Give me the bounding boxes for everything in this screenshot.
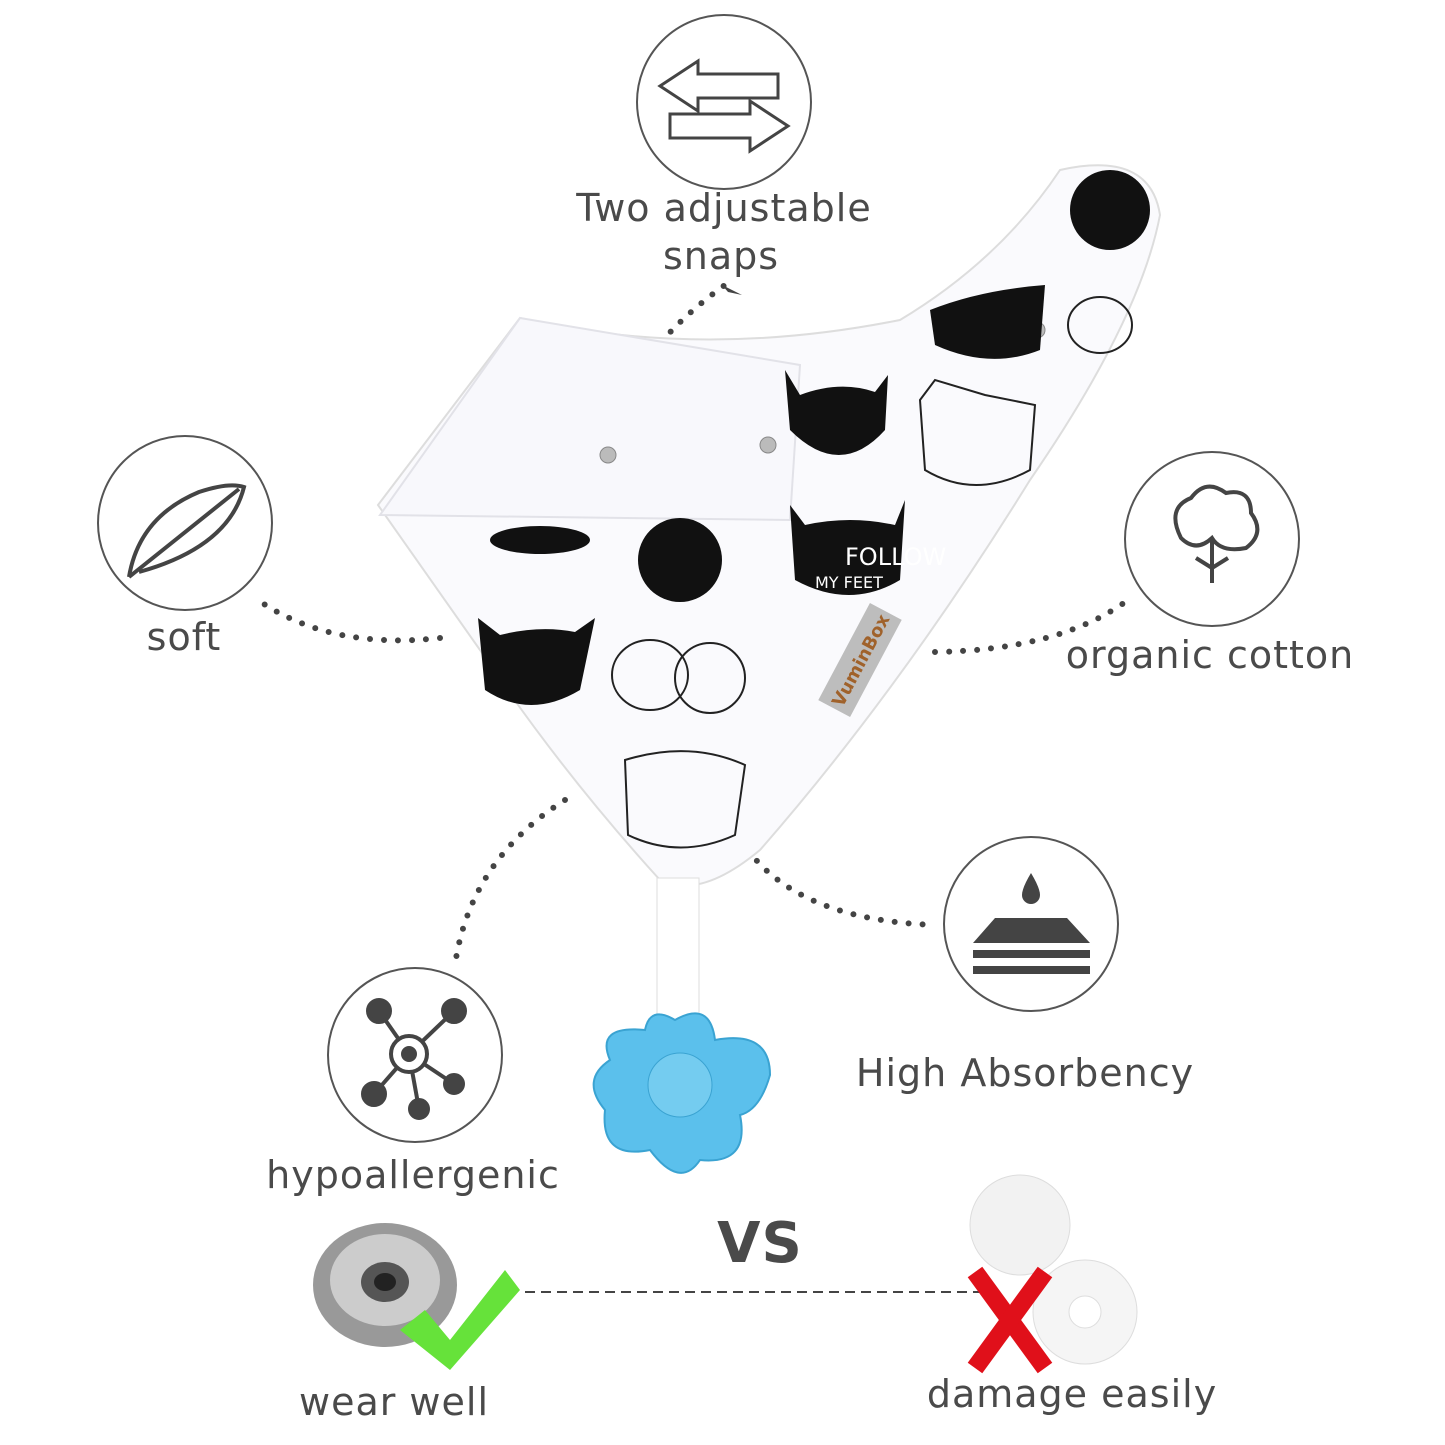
connector-soft bbox=[255, 597, 443, 644]
water-drop-cake-icon bbox=[943, 836, 1119, 1012]
snaps-label-2: snaps bbox=[662, 234, 780, 278]
connector-cotton bbox=[932, 597, 1131, 655]
cotton-label: organic cotton bbox=[1065, 633, 1355, 677]
connector-absorbency bbox=[745, 847, 938, 928]
check-icon bbox=[400, 1270, 520, 1370]
feather-icon bbox=[97, 435, 273, 611]
snaps-label-1: Two adjustable bbox=[576, 186, 872, 230]
arrows-exchange-icon bbox=[636, 14, 812, 190]
cotton-flower-icon bbox=[1124, 451, 1300, 627]
wear-well-label: wear well bbox=[298, 1380, 490, 1424]
soft-label: soft bbox=[146, 615, 222, 659]
bandana-bib: FOLLOW MY FEET VuminBox bbox=[376, 164, 1162, 1174]
plastic-snaps bbox=[969, 1174, 1138, 1365]
damage-easily-label: damage easily bbox=[926, 1372, 1218, 1416]
cross-icon bbox=[967, 1266, 1053, 1374]
vs-label: VS bbox=[717, 1211, 803, 1276]
print-text: FOLLOW bbox=[845, 543, 946, 571]
absorbency-label: High Absorbency bbox=[855, 1051, 1195, 1095]
connector-hypo bbox=[452, 797, 568, 968]
molecule-icon bbox=[327, 967, 503, 1143]
print-text: MY FEET bbox=[815, 573, 883, 592]
hypoallergenic-label: hypoallergenic bbox=[266, 1153, 560, 1197]
